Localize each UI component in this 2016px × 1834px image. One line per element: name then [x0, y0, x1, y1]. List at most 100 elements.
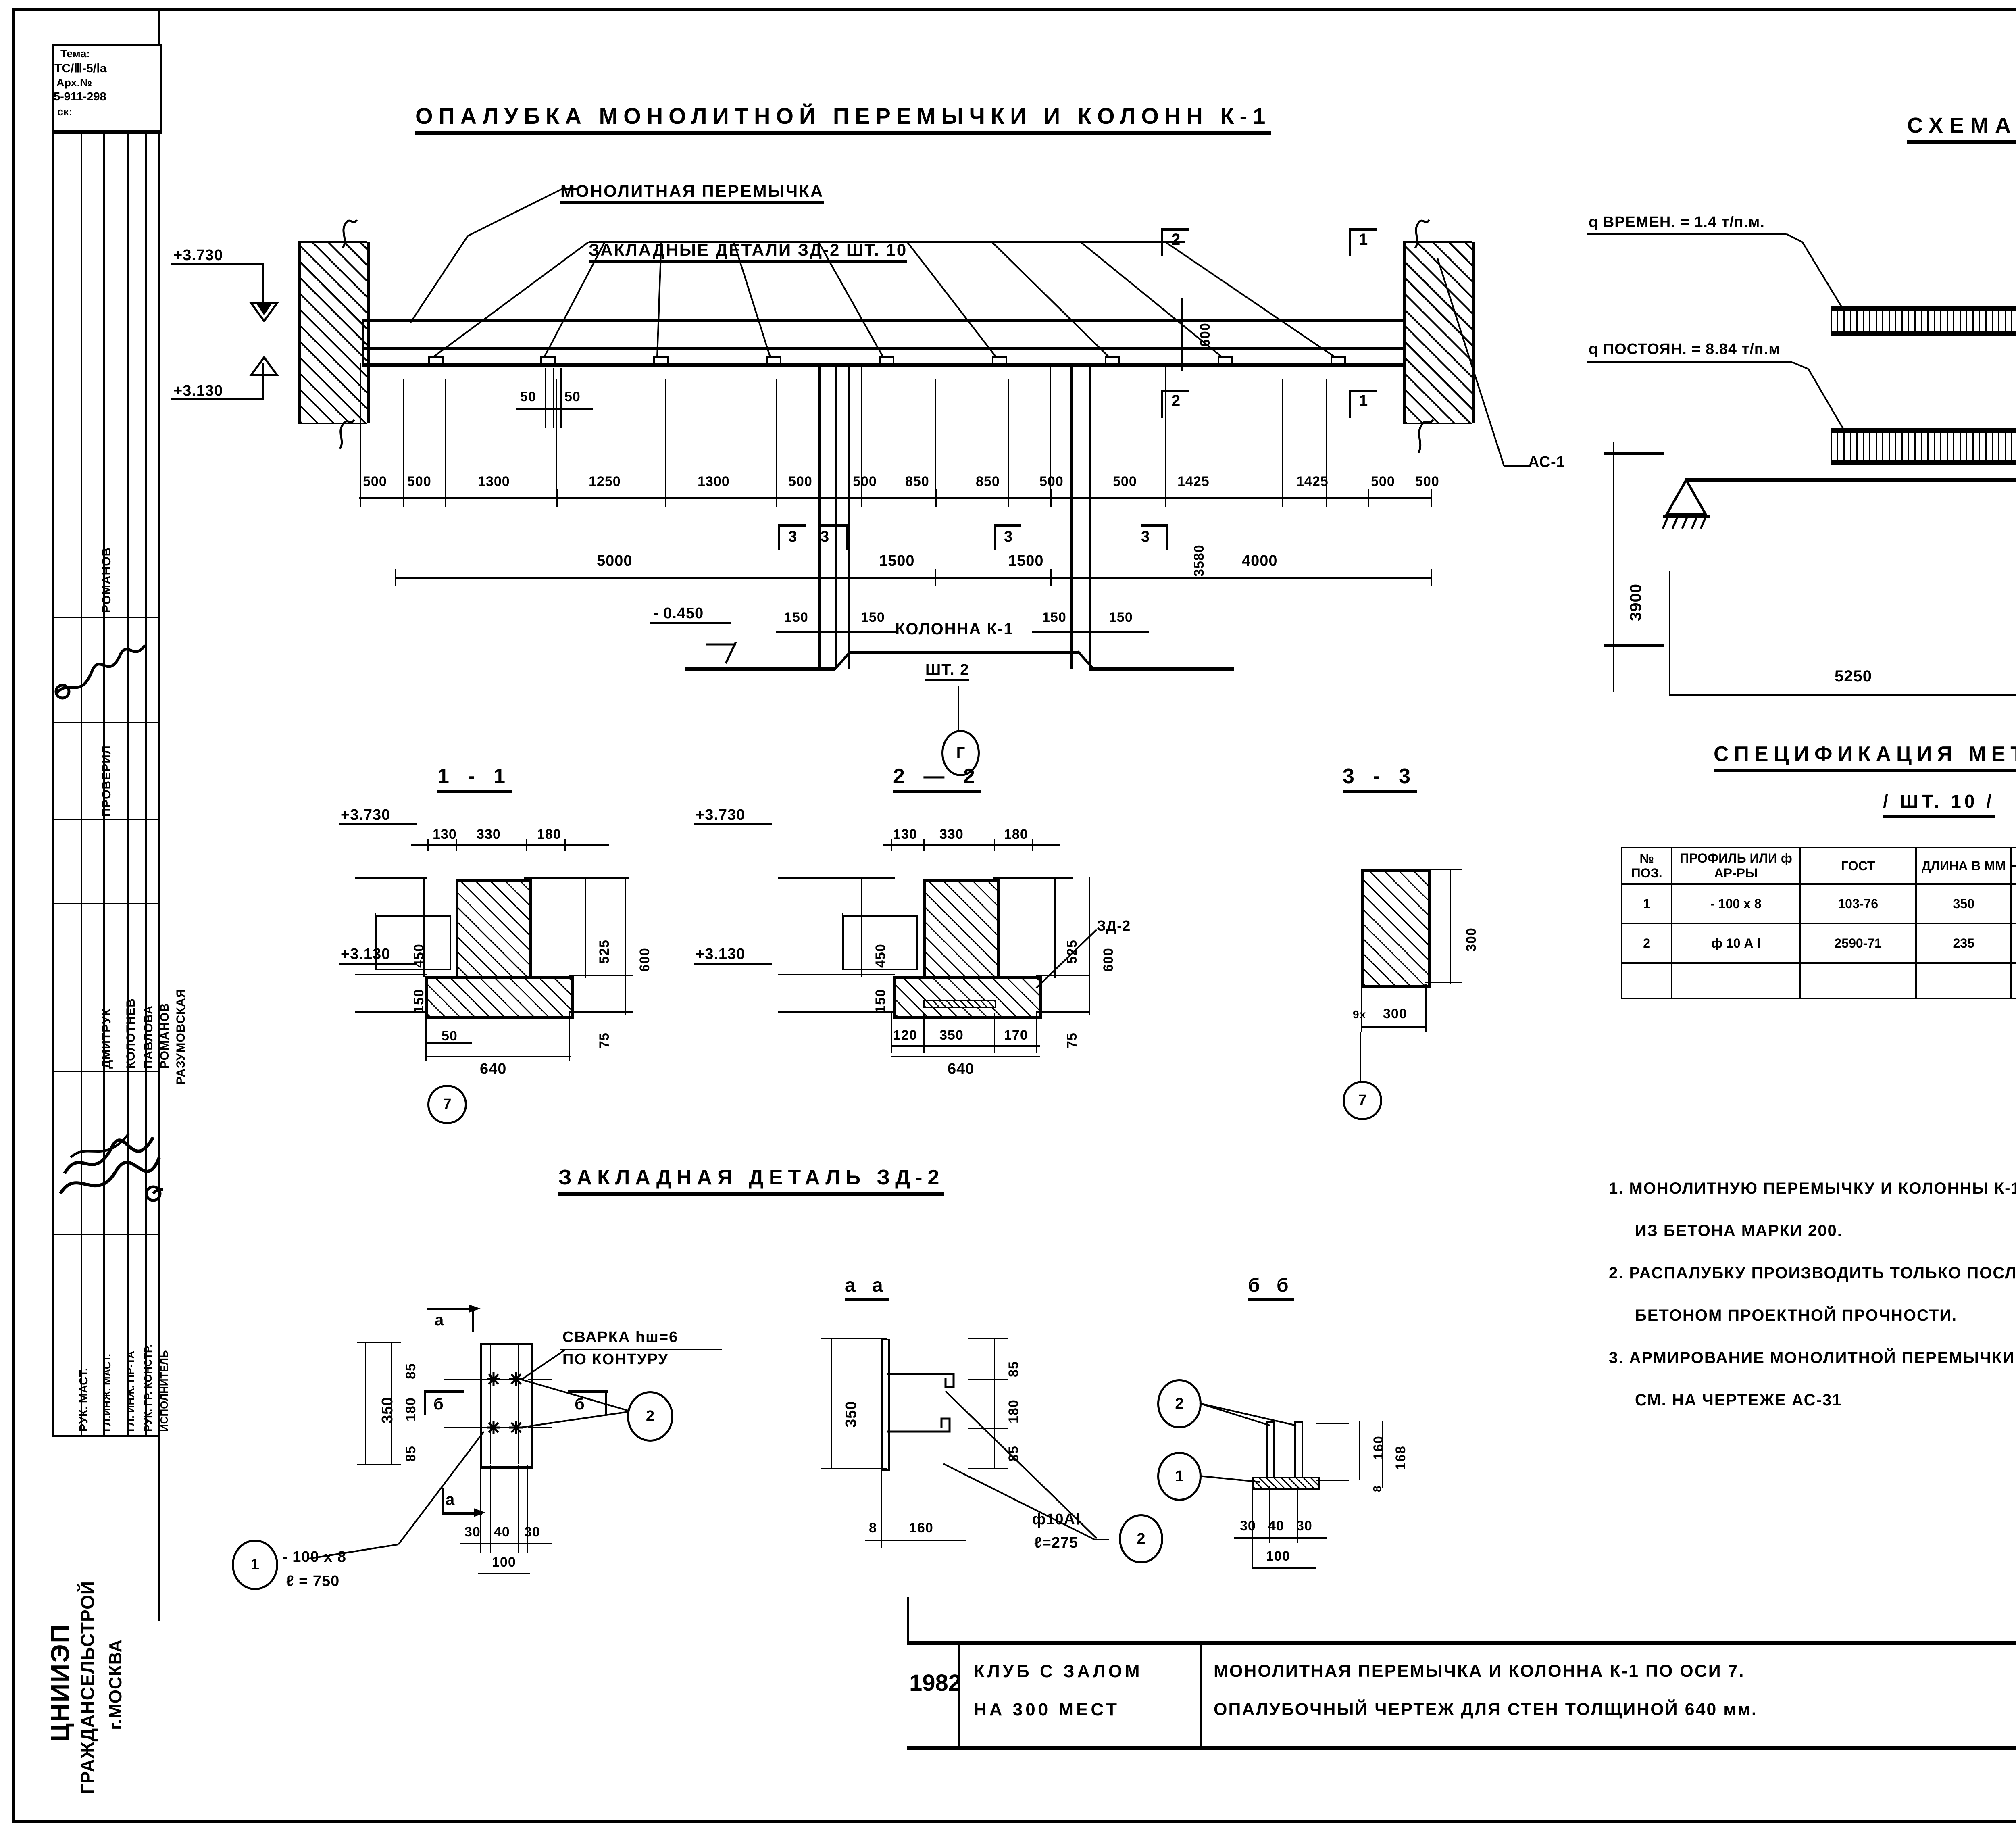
- section-mark-2-mid: 2: [1171, 392, 1181, 410]
- org-name-1: ЦНИИЭП: [46, 1623, 75, 1742]
- cut-arrow-a-top: [469, 1305, 481, 1313]
- s11-level-top: +3.730: [341, 807, 391, 823]
- section-mark-2-top: 2: [1171, 231, 1181, 248]
- aa-bar-len-dim: 160: [909, 1520, 933, 1536]
- sig-col-1: [103, 130, 105, 1435]
- s22-dim-450: 450: [873, 944, 888, 968]
- stamp-line3: Арх.№: [56, 77, 92, 89]
- note-3: БЕТОНОМ ПРОЕКТНОЙ ПРОЧНОСТИ.: [1635, 1307, 1958, 1324]
- column-line-1a: [818, 363, 821, 669]
- beam-left-edge: [362, 319, 364, 367]
- bb-dim-30a: 30: [1240, 1518, 1256, 1534]
- aa-thickness: 8: [869, 1520, 877, 1536]
- break-mark-bottom-right: [1417, 419, 1434, 454]
- note-4: 3. АРМИРОВАНИЕ МОНОЛИТНОЙ ПЕРЕМЫЧКИ И КО…: [1609, 1349, 2016, 1367]
- sig-row-sep-1: [52, 617, 160, 618]
- role-0: РУК. МАСТ.: [77, 1368, 90, 1432]
- dim-c12: 1425: [1296, 474, 1329, 489]
- wall-mark-as1: АС-1: [1528, 454, 1565, 471]
- s22-embed-label: ЗД-2: [1097, 917, 1131, 934]
- load-scheme-title: СХЕМА НАГРУЗОК: [1907, 113, 2016, 144]
- dim-c10: 500: [1113, 474, 1137, 489]
- level-top-label: +3.730: [173, 247, 223, 264]
- callout-embedded-parts: ЗАКЛАДНЫЕ ДЕТАЛИ ЗД-2 ШТ. 10: [589, 240, 908, 263]
- embed-tick: [1331, 356, 1332, 364]
- level-bottom-arrow: [249, 355, 279, 376]
- break-mark-top-right: [1414, 219, 1431, 249]
- pos-bubble-2[interactable]: 2: [627, 1391, 673, 1442]
- bb-bubble-2[interactable]: 2: [1157, 1379, 1202, 1428]
- ed-dim-40: 40: [494, 1524, 510, 1540]
- pos-bubble-1[interactable]: 1: [232, 1540, 278, 1590]
- column-line-1b: [835, 363, 837, 669]
- tb-div-2: [1200, 1641, 1202, 1747]
- pos2-leader: [520, 1378, 631, 1428]
- embed-tick: [653, 356, 669, 358]
- s11-dim-top-0: 130: [433, 827, 457, 842]
- level-base-line: [650, 622, 731, 624]
- sig-row-sep-4: [52, 903, 160, 904]
- tb-year: 1982: [909, 1670, 962, 1696]
- embed-tick: [1218, 356, 1219, 364]
- role-2: ГЛ. ИНЖ. ПР-ТА: [124, 1351, 136, 1432]
- s22-level-top: +3.730: [696, 807, 746, 823]
- sig-row-sep-0: [52, 130, 160, 132]
- s33-bubble-7[interactable]: 7: [1343, 1081, 1382, 1120]
- column-line-2b: [1089, 363, 1091, 669]
- embed-plate-front: [480, 1343, 533, 1469]
- static-beam: [1685, 478, 2016, 482]
- section-mark-2-mid-tick: [1161, 390, 1163, 418]
- spec-title: СПЕЦИФИКАЦИЯ МЕТАЛЛА НА ЗД-2: [1714, 742, 2016, 772]
- embed-tick: [428, 356, 430, 364]
- aa-bubble-2[interactable]: 2: [1119, 1514, 1163, 1563]
- q-perm-leader: [1792, 361, 1847, 436]
- dim-c4: 1300: [698, 474, 730, 489]
- table-row-empty: [1620, 962, 2016, 999]
- s11-dim-525: 525: [597, 940, 612, 964]
- sig-row-sep-5: [52, 1071, 160, 1072]
- level-bottom-line: [171, 398, 264, 400]
- section-1-1-title: 1 - 1: [437, 764, 512, 793]
- s11-dim-600: 600: [637, 948, 652, 972]
- detail-bubble-g[interactable]: Г: [941, 730, 980, 776]
- ed-dim-30a: 30: [464, 1524, 481, 1540]
- name-4: РАЗУМОВСКАЯ: [174, 988, 187, 1085]
- aa-dim-350: 350: [843, 1401, 860, 1428]
- dim-c8: 850: [976, 474, 1000, 489]
- name-2: ПАВЛОВА: [142, 1005, 155, 1069]
- s22-formwork-box: [843, 915, 918, 970]
- section-2-2-title: 2 — 2: [893, 764, 981, 793]
- note-2: 2. РАСПАЛУБКУ ПРОИЗВОДИТЬ ТОЛЬКО ПОСЛЕ Д…: [1609, 1264, 2016, 1282]
- name-1: КОЛОТНЕВ: [124, 998, 137, 1069]
- s22-dim-600: 600: [1101, 948, 1116, 972]
- spec-r1-q1: 4: [2010, 923, 2016, 964]
- left-wall-top: [298, 241, 367, 243]
- dim-c13: 500: [1371, 474, 1395, 489]
- frame-bottom: [12, 1820, 2016, 1823]
- signature-checker: [54, 644, 146, 700]
- tb-drawing-1: МОНОЛИТНАЯ ПЕРЕМЫЧКА И КОЛОННА К-1 ПО ОС…: [1214, 1661, 1745, 1681]
- spec-th-profile: ПРОФИЛЬ ИЛИ ф АР-РЫ: [1671, 847, 1801, 885]
- dim-c5: 500: [788, 474, 812, 489]
- s22-dim-75: 75: [1064, 1032, 1080, 1048]
- pos1-profile: - 100 х 8: [282, 1548, 346, 1565]
- s11-dim-150: 150: [411, 989, 427, 1013]
- dim-chain-line: [359, 497, 1431, 499]
- s22-dim-bot-1: 350: [939, 1027, 964, 1043]
- bb-bubble-1[interactable]: 1: [1157, 1452, 1202, 1501]
- right-wall-top: [1403, 241, 1472, 243]
- column-qty: ШТ. 2: [925, 661, 970, 681]
- spec-r0-q1: 1: [2010, 883, 2016, 924]
- static-span-0: 5250: [1835, 667, 1872, 685]
- section-3-3-title: 3 - 3: [1343, 764, 1417, 793]
- role-1: ГЛ.ИНЖ. МАСТ.: [101, 1353, 113, 1432]
- stamp-line5: ск:: [57, 106, 73, 118]
- dim-3580: 3580: [1191, 544, 1207, 577]
- section-mark-1-top-tick: [1349, 228, 1351, 256]
- s11-dim-50: 50: [442, 1028, 458, 1044]
- s11-bubble-7[interactable]: 7: [427, 1085, 467, 1124]
- dim-beam-height-line: [1181, 298, 1183, 371]
- embed-tick: [766, 356, 781, 358]
- stamp-line2: ТС/Ⅲ-5/Ⅰа: [54, 62, 107, 75]
